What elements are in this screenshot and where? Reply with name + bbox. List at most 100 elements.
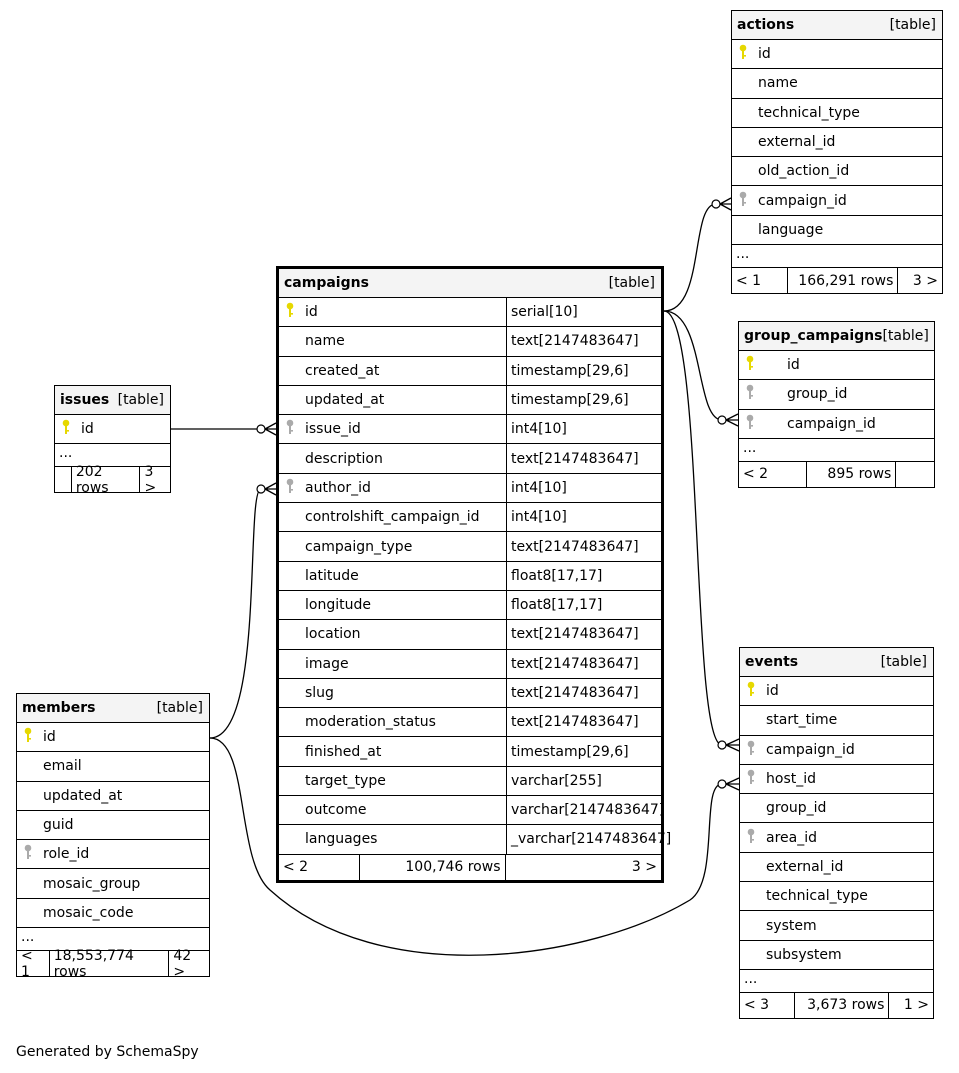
column-row[interactable]: mosaic_code (17, 899, 209, 929)
more-columns[interactable]: ... (739, 439, 934, 462)
column-type: timestamp[29,6] (506, 385, 661, 415)
parents-link[interactable]: < 2 (279, 854, 360, 880)
column-row[interactable]: host_id (740, 765, 933, 795)
column-row[interactable]: group_id (740, 794, 933, 824)
column-name: system (766, 917, 817, 934)
row-count: 166,291 rows (788, 268, 899, 294)
column-row[interactable]: campaign_id (740, 736, 933, 765)
column-row[interactable]: id (17, 723, 209, 753)
column-name: campaign_id (758, 192, 847, 209)
children-link[interactable]: 3 > (631, 859, 658, 876)
column-row[interactable]: id (732, 40, 942, 70)
column-row[interactable]: email (17, 752, 209, 782)
column-name: image (305, 655, 349, 672)
parents-link[interactable]: < 1 (732, 268, 789, 294)
table-name[interactable]: issues (60, 392, 110, 408)
table-name[interactable]: actions (737, 17, 795, 33)
column-name: campaign_id (787, 415, 876, 432)
column-row[interactable]: campaign_id (739, 410, 934, 439)
primary-key-icon (745, 355, 787, 375)
more-columns[interactable]: ... (740, 970, 933, 993)
column-row[interactable]: language (732, 216, 942, 246)
table-name[interactable]: group_campaigns (744, 328, 883, 344)
column-type: int4[10] (506, 415, 661, 444)
column-row[interactable]: id (740, 677, 933, 707)
column-name: id (305, 304, 318, 321)
column-row[interactable]: area_id (740, 823, 933, 853)
column-row[interactable]: group_id (739, 380, 934, 410)
parents-link[interactable]: < 2 (739, 461, 808, 487)
column-name: issue_id (305, 421, 361, 438)
column-row[interactable]: start_time (740, 706, 933, 736)
column-name: mosaic_group (43, 875, 141, 892)
more-columns[interactable]: ... (732, 245, 942, 269)
column-row[interactable]: id (55, 415, 170, 445)
more-columns[interactable]: ... (17, 928, 209, 952)
column-row[interactable]: campaign_id (732, 186, 942, 216)
primary-key-icon (738, 44, 758, 64)
more-columns[interactable]: ... (55, 444, 170, 468)
children-link[interactable]: 3 > (912, 272, 938, 289)
foreign-key-icon (23, 844, 43, 864)
column-row[interactable]: external_id (740, 853, 933, 883)
table-kind: [table] (882, 328, 929, 344)
table-group-campaigns[interactable]: group_campaigns[table] id group_id campaign… (738, 321, 935, 488)
parents-link[interactable]: < 1 (17, 948, 50, 980)
table-name[interactable]: events (745, 654, 799, 670)
column-name: email (43, 758, 82, 775)
column-row[interactable]: technical_type (732, 99, 942, 128)
parents-link[interactable] (55, 467, 72, 493)
column-name: latitude (305, 567, 359, 584)
foreign-key-icon (746, 828, 766, 848)
table-name[interactable]: members (22, 700, 96, 716)
column-row[interactable]: issue_id int4[10] (279, 415, 661, 445)
column-row[interactable]: system (740, 911, 933, 941)
column-row[interactable]: guid (17, 811, 209, 841)
column-name: language (758, 221, 824, 238)
column-name: external_id (758, 134, 836, 151)
column-row[interactable]: technical_type (740, 882, 933, 912)
column-row[interactable]: subsystem (740, 941, 933, 970)
column-row[interactable]: role_id (17, 840, 209, 870)
column-row[interactable]: mosaic_group (17, 869, 209, 899)
column-type: text[2147483647] (506, 678, 661, 708)
column-name: id (81, 421, 94, 438)
table-name[interactable]: campaigns (284, 275, 369, 291)
column-row[interactable]: id (739, 351, 934, 381)
children-link[interactable]: 42 > (173, 947, 192, 980)
children-link[interactable]: 1 > (903, 997, 929, 1014)
column-name: id (43, 729, 56, 746)
children-link[interactable] (896, 462, 934, 487)
children-link[interactable]: 3 > (144, 463, 157, 496)
column-row[interactable]: external_id (732, 128, 942, 158)
column-name: id (787, 357, 800, 374)
column-row[interactable]: updated_at (17, 782, 209, 811)
column-row[interactable]: languages_varchar[2147483647] (279, 825, 671, 855)
primary-key-icon (285, 302, 305, 322)
column-row[interactable]: old_action_id (732, 157, 942, 187)
column-row[interactable]: name (732, 69, 942, 99)
parents-link[interactable]: < 3 (740, 992, 796, 1018)
